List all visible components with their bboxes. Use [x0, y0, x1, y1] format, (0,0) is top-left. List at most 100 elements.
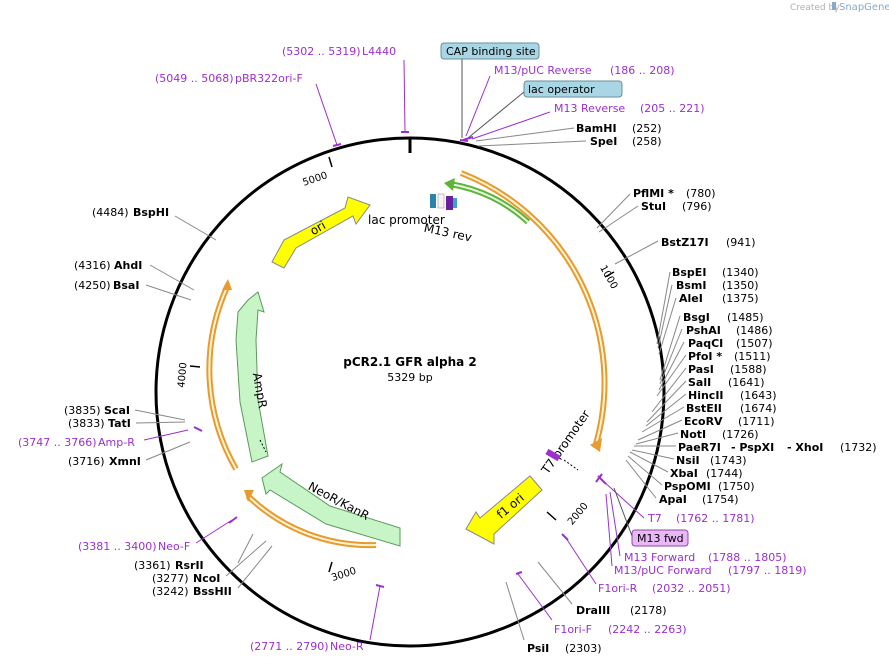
svg-text:(5049 .. 5068): (5049 .. 5068) — [155, 72, 234, 85]
primer-l4440[interactable]: (5302 .. 5319) L4440 — [282, 45, 409, 133]
enzyme-bsphi[interactable]: (4484) BspHI — [92, 206, 217, 241]
enzyme-xmni[interactable]: (3716) XmnI — [68, 441, 191, 468]
enzyme-bsshii[interactable]: (3242) BssHII — [152, 545, 273, 598]
svg-text:M13 Forward: M13 Forward — [624, 551, 695, 564]
lac-operator-box[interactable] — [523, 80, 623, 98]
enzyme-psii[interactable]: PsiI (2303) — [505, 581, 602, 655]
svg-text:ScaI: ScaI — [104, 404, 130, 417]
enzyme-hincii[interactable]: HincII(1643) — [688, 389, 777, 402]
svg-text:(3716): (3716) — [68, 455, 105, 468]
enzyme-cluster-1485 — [625, 315, 687, 499]
primer-amp-r[interactable]: (3747 .. 3766) Amp-R — [18, 426, 203, 449]
svg-text:PasI: PasI — [688, 363, 714, 376]
enzyme-spei[interactable]: SpeI (258) — [477, 135, 662, 148]
enzyme-tati[interactable]: (3833) TatI — [68, 417, 186, 430]
svg-text:NsiI: NsiI — [676, 454, 700, 467]
svg-text:BstZ17I: BstZ17I — [661, 236, 709, 249]
svg-text:PaeR7I: PaeR7I — [678, 441, 721, 454]
credit-brand: SnapGene — [839, 2, 889, 13]
primer-t7[interactable]: T7 (1762 .. 1781) — [597, 475, 755, 525]
enzyme-bstz17i[interactable]: BstZ17I (941) — [614, 236, 756, 265]
svg-text:BspEI: BspEI — [672, 266, 706, 279]
neor-feature[interactable] — [261, 462, 401, 547]
enzyme-pflmi[interactable]: PflMI * (780) — [596, 187, 716, 229]
m13-fwd-box[interactable] — [631, 529, 689, 547]
primer-m13-reverse[interactable]: M13 Reverse (205 .. 221) — [462, 102, 705, 141]
m13rev-label: M13 rev — [423, 221, 473, 245]
svg-text:(186 .. 208): (186 .. 208) — [610, 64, 675, 77]
svg-text:BsgI: BsgI — [683, 311, 710, 324]
svg-text:M13/pUC Forward: M13/pUC Forward — [614, 564, 712, 577]
svg-text:(205 .. 221): (205 .. 221) — [640, 102, 705, 115]
orf-arc-right — [459, 170, 608, 445]
m13-fwd-label: M13 fwd — [637, 532, 684, 545]
enzyme-pshai[interactable]: PshAI(1486) — [686, 324, 773, 337]
lac-operator-label: lac operator — [528, 83, 595, 96]
primer-m13puc-reverse[interactable]: M13/pUC Reverse (186 .. 208) — [465, 64, 675, 137]
enzyme-bamhi[interactable]: BamHI (252) — [475, 122, 662, 142]
f1-ori-feature[interactable] — [465, 475, 543, 545]
svg-text:PflMI *: PflMI * — [633, 187, 674, 200]
enzyme-ncoi[interactable]: (3277) NcoI — [152, 540, 267, 585]
svg-text:(1732): (1732) — [840, 441, 877, 454]
svg-text:TatI: TatI — [108, 417, 131, 430]
svg-text:(1350): (1350) — [722, 279, 759, 292]
svg-text:(1588): (1588) — [730, 363, 767, 376]
svg-text:(941): (941) — [726, 236, 756, 249]
primer-neo-f[interactable]: (3381 .. 3400) Neo-F — [78, 516, 238, 553]
enzyme-bsmi[interactable]: BsmI (1350) — [676, 279, 759, 292]
svg-text:(258): (258) — [632, 135, 662, 148]
orf-arc-right-arrow — [590, 438, 602, 452]
svg-text:(1485): (1485) — [727, 311, 764, 324]
enzyme-pspomi[interactable]: PspOMI(1750) — [664, 480, 755, 493]
enzyme-nsii[interactable]: NsiI(1743) — [676, 454, 747, 467]
ampr-label: AmpR — [250, 372, 270, 410]
svg-text:BamHI: BamHI — [576, 122, 617, 135]
svg-text:(1511): (1511) — [734, 350, 771, 363]
primer-pbr322ori-f[interactable]: (5049 .. 5068) pBR322ori-F — [155, 72, 342, 147]
enzyme-scai[interactable]: (3835) ScaI — [64, 404, 186, 421]
enzyme-ahdi[interactable]: (4316) AhdI — [74, 259, 195, 291]
svg-text:M13/pUC Reverse: M13/pUC Reverse — [494, 64, 592, 77]
cap-binding-site-label: CAP binding site — [446, 45, 536, 58]
enzyme-bspei[interactable]: BspEI (1340) — [672, 266, 759, 279]
enzyme-pfoi[interactable]: PfoI *(1511) — [688, 350, 771, 363]
svg-text:NcoI: NcoI — [193, 572, 220, 585]
enzyme-paer7i-pspxi-xhoi[interactable]: PaeR7I - PspXI - XhoI (1732) — [678, 441, 877, 454]
svg-text:(1674): (1674) — [740, 402, 777, 415]
primer-neo-r[interactable]: (2771 .. 2790) Neo-R — [250, 584, 385, 653]
enzyme-alei[interactable]: AleI (1375) — [679, 292, 759, 305]
ori-feature[interactable] — [271, 196, 371, 269]
enzyme-bsai[interactable]: (4250) BsaI — [74, 279, 192, 301]
primer-m13-forward[interactable]: M13 Forward (1788 .. 1805) — [609, 491, 787, 564]
lac-promoter-block — [437, 193, 445, 209]
svg-text:(1375): (1375) — [722, 292, 759, 305]
enzyme-apai[interactable]: ApaI(1754) — [659, 493, 739, 506]
lac-promoter-label: lac promoter — [368, 213, 445, 227]
enzyme-draiii[interactable]: DraIII (2178) — [537, 561, 667, 617]
svg-text:(796): (796) — [682, 200, 712, 213]
svg-text:(2303): (2303) — [565, 642, 602, 655]
svg-text:XmnI: XmnI — [109, 455, 141, 468]
primer-f1ori-f[interactable]: F1ori-F (2242 .. 2263) — [517, 573, 687, 636]
enzyme-xbai[interactable]: XbaI(1744) — [670, 467, 743, 480]
enzyme-sali[interactable]: SalI(1641) — [688, 376, 765, 389]
enzyme-pasi[interactable]: PasI (1588) — [688, 363, 767, 376]
ampr-feature[interactable] — [235, 291, 269, 463]
svg-text:(5302 .. 5319): (5302 .. 5319) — [282, 45, 361, 58]
enzyme-bsteii[interactable]: BstEII(1674) — [686, 402, 777, 415]
enzyme-paqci[interactable]: PaqCI(1507) — [688, 337, 773, 350]
cap-binding-site-box[interactable] — [440, 42, 540, 60]
svg-text:(1762 .. 1781): (1762 .. 1781) — [676, 512, 755, 525]
enzyme-rsrii[interactable]: (3361) RsrII — [134, 533, 254, 572]
primer-f1ori-r[interactable]: F1ori-R (2032 .. 2051) — [565, 537, 731, 595]
primer-m13puc-forward[interactable]: M13/pUC Forward (1797 .. 1819) — [605, 493, 807, 577]
enzyme-ecorv[interactable]: EcoRV(1711) — [684, 415, 775, 428]
svg-text:SpeI: SpeI — [590, 135, 617, 148]
enzyme-bsgi[interactable]: BsgI (1485) — [683, 311, 764, 324]
svg-text:PaqCI: PaqCI — [688, 337, 723, 350]
svg-text:(2032 .. 2051): (2032 .. 2051) — [652, 582, 731, 595]
enzyme-stui[interactable]: StuI (796) — [598, 200, 712, 233]
enzyme-noti[interactable]: NotI(1726) — [680, 428, 759, 441]
